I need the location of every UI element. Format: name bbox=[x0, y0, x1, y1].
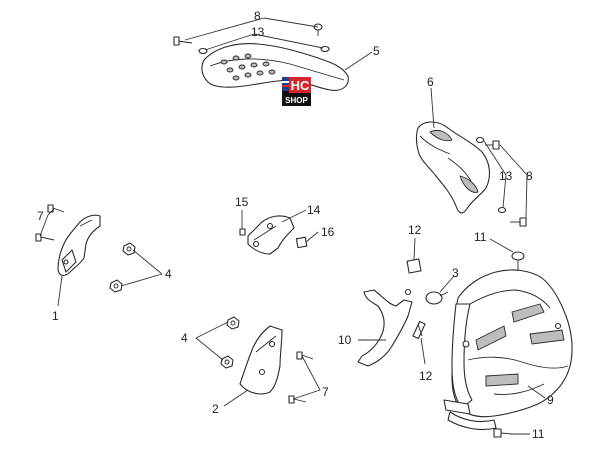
part-15-screw bbox=[239, 228, 246, 236]
part-5-washer-right bbox=[320, 45, 330, 53]
part-1-screw-lower bbox=[35, 233, 55, 242]
part-3-plug bbox=[425, 291, 449, 305]
logo-bottom-text: SHOP bbox=[285, 96, 308, 105]
callout-8-top: 8 bbox=[254, 9, 261, 23]
callout-5: 5 bbox=[373, 44, 380, 58]
callout-6: 6 bbox=[427, 75, 434, 89]
part-6-washer-lower bbox=[497, 206, 507, 214]
part-10-bracket bbox=[357, 288, 413, 367]
part-5-washer-left bbox=[198, 47, 208, 55]
part-11-screw-upper bbox=[511, 251, 525, 270]
part-16-clip bbox=[295, 236, 308, 249]
part-12-clip-upper bbox=[406, 258, 422, 274]
part-2-screw-lower bbox=[288, 395, 307, 404]
part-1-nut-lower bbox=[109, 279, 123, 293]
logo-blue-flag bbox=[282, 77, 289, 91]
part-6-screw-lower bbox=[510, 217, 527, 227]
logo-top-text: HC bbox=[291, 78, 310, 93]
part-5-screw-right bbox=[313, 23, 323, 36]
callout-3: 3 bbox=[452, 266, 459, 280]
callout-12-upper: 12 bbox=[408, 223, 422, 237]
callout-1: 1 bbox=[52, 309, 59, 323]
callout-15: 15 bbox=[235, 195, 249, 209]
part-1-nut-upper bbox=[122, 242, 136, 256]
logo-red-block bbox=[289, 77, 311, 93]
part-12-pin-lower bbox=[412, 320, 426, 340]
part-5-heat-shield bbox=[201, 43, 349, 91]
part-5-screw-left bbox=[173, 36, 193, 46]
callout-labels: 8 13 5 6 13 8 7 4 1 15 14 16 4 7 2 12 3 … bbox=[37, 9, 554, 441]
callout-9: 9 bbox=[547, 393, 554, 407]
callout-16: 16 bbox=[321, 225, 335, 239]
part-14-bracket bbox=[247, 215, 295, 255]
callout-12-lower: 12 bbox=[419, 369, 433, 383]
callout-4-left: 4 bbox=[165, 267, 172, 281]
callout-13-top: 13 bbox=[251, 25, 265, 39]
callout-7-lower: 7 bbox=[322, 385, 329, 399]
part-1-screw-upper bbox=[47, 204, 65, 213]
hc-shop-logo: HC SHOP bbox=[282, 77, 311, 106]
callout-2: 2 bbox=[212, 402, 219, 416]
callout-8-right: 8 bbox=[526, 169, 533, 183]
callout-11-lower: 11 bbox=[532, 427, 545, 441]
part-1-bracket bbox=[57, 214, 101, 277]
callout-13-right: 13 bbox=[499, 169, 513, 183]
part-2-nut-upper bbox=[226, 316, 240, 330]
callout-11-upper: 11 bbox=[474, 230, 487, 244]
part-2-nut-lower bbox=[220, 355, 234, 369]
callout-7-left: 7 bbox=[37, 209, 44, 223]
part-6-heat-shield bbox=[415, 121, 491, 214]
callout-14: 14 bbox=[307, 203, 321, 217]
part-6-washer-upper bbox=[475, 136, 485, 144]
part-2-screw-upper bbox=[296, 351, 314, 360]
part-9-muffler-cover bbox=[443, 269, 573, 431]
callout-10: 10 bbox=[338, 333, 352, 347]
leader-lines bbox=[39, 17, 546, 435]
part-2-bracket bbox=[239, 325, 283, 395]
callout-4-lower: 4 bbox=[181, 331, 188, 345]
part-11-screw-lower bbox=[493, 428, 513, 438]
